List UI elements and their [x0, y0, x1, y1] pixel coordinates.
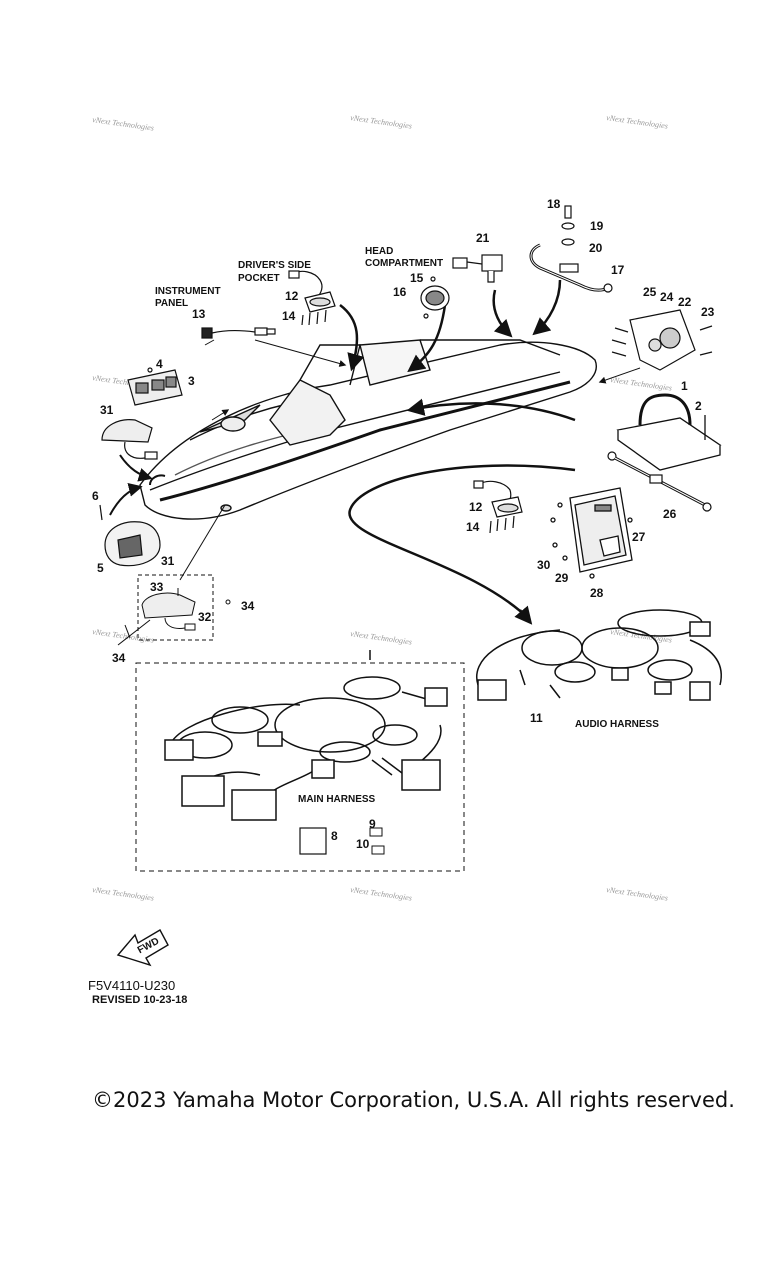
- callout-29: 29: [555, 571, 569, 585]
- watermark: vNext Technologies: [350, 885, 413, 903]
- callout-24: 24: [660, 290, 674, 304]
- nav-light-31: [101, 419, 158, 460]
- leader-lines: [109, 279, 641, 625]
- callout-16: 16: [393, 285, 407, 299]
- callout-12-upper: 12: [285, 289, 299, 303]
- callout-27: 27: [632, 530, 646, 544]
- switch-panel: [127, 367, 183, 406]
- courtesy-light-upper: [288, 270, 336, 326]
- instrument-panel-label-1: INSTRUMENT: [155, 286, 221, 297]
- callout-34-left: 34: [112, 651, 126, 665]
- callout-14-upper: 14: [282, 309, 296, 323]
- drivers-pocket-label-1: DRIVER'S SIDE: [238, 260, 311, 271]
- callout-34-right: 34: [241, 599, 255, 613]
- callout-25: 25: [643, 285, 657, 299]
- callout-23: 23: [701, 305, 715, 319]
- revised-date: REVISED 10-23-18: [92, 994, 188, 1006]
- callout-6: 6: [92, 489, 99, 503]
- battery-cable: [529, 205, 613, 293]
- battery-switch: [611, 309, 713, 371]
- callout-8: 8: [331, 829, 338, 843]
- callout-9: 9: [369, 817, 376, 831]
- part-code: F5V4110-U230: [88, 978, 176, 993]
- watermark: vNext Technologies: [610, 375, 673, 393]
- callout-33: 33: [150, 580, 164, 594]
- callouts: 1 2 3 4 5 6 8 9 10 11 12 12 13 14 14 15 …: [92, 197, 715, 851]
- instrument-panel-label-2: PANEL: [155, 298, 188, 309]
- callout-12-lower: 12: [469, 500, 483, 514]
- callout-5: 5: [97, 561, 104, 575]
- callout-15: 15: [410, 271, 424, 285]
- boat-hull: [139, 339, 597, 520]
- callout-26: 26: [663, 507, 677, 521]
- callout-31-lower: 31: [161, 554, 175, 568]
- callout-10: 10: [356, 837, 370, 851]
- head-compartment-label-1: HEAD: [365, 246, 393, 257]
- area-labels: INSTRUMENT PANEL DRIVER'S SIDE POCKET HE…: [155, 246, 659, 805]
- amplifier-box: [550, 487, 633, 579]
- callout-20: 20: [589, 241, 603, 255]
- watermark: vNext Technologies: [92, 885, 155, 903]
- main-harness: [135, 650, 465, 872]
- main-harness-label: MAIN HARNESS: [298, 794, 376, 805]
- callout-17: 17: [611, 263, 625, 277]
- watermark: vNext Technologies: [606, 113, 669, 131]
- sensor: [452, 254, 503, 283]
- callout-1: 1: [681, 379, 688, 393]
- callout-28: 28: [590, 586, 604, 600]
- courtesy-light-lower: [473, 480, 523, 534]
- fwd-arrow: FWD: [116, 929, 169, 967]
- callout-14-lower: 14: [466, 520, 480, 534]
- watermark: vNext Technologies: [350, 629, 413, 647]
- watermark: vNext Technologies: [92, 115, 155, 133]
- drivers-pocket-label-2: POCKET: [238, 273, 280, 284]
- battery-tray: [616, 393, 722, 471]
- callout-31-upper: 31: [100, 403, 114, 417]
- callout-11: 11: [530, 711, 543, 725]
- callout-21: 21: [476, 231, 490, 245]
- speaker: [420, 276, 450, 319]
- ground-cable: [607, 451, 712, 512]
- audio-harness-label: AUDIO HARNESS: [575, 719, 659, 730]
- head-compartment-label-2: COMPARTMENT: [365, 258, 443, 269]
- callout-19: 19: [590, 219, 604, 233]
- callout-32: 32: [198, 610, 212, 624]
- callout-4: 4: [156, 357, 163, 371]
- watermark: vNext Technologies: [92, 627, 155, 645]
- callout-18: 18: [547, 197, 561, 211]
- callout-3: 3: [188, 374, 195, 388]
- watermark: vNext Technologies: [350, 113, 413, 131]
- watermark: vNext Technologies: [606, 885, 669, 903]
- callout-13: 13: [192, 307, 206, 321]
- callout-22: 22: [678, 295, 692, 309]
- callout-2: 2: [695, 399, 702, 413]
- audio-harness: [476, 609, 722, 701]
- instrument-panel-cable: [201, 327, 276, 339]
- copyright: ©2023 Yamaha Motor Corporation, U.S.A. A…: [92, 1088, 735, 1112]
- callout-30: 30: [537, 558, 551, 572]
- bow-light: [99, 504, 161, 567]
- nav-light-inset: [117, 574, 231, 646]
